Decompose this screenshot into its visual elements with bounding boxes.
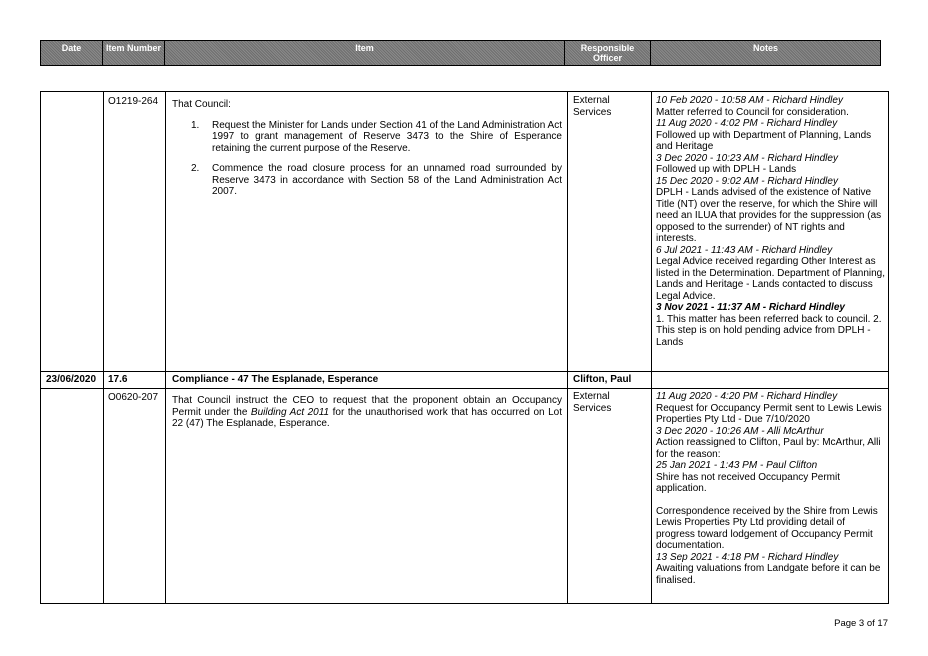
list-item: 1.Request the Minister for Lands under S… bbox=[191, 119, 562, 154]
meeting-date: 23/06/2020 bbox=[46, 374, 97, 385]
column-divider bbox=[165, 92, 166, 603]
note-text: Followed up with Department of Planning,… bbox=[656, 129, 872, 153]
item-title: Compliance - 47 The Esplanade, Esperance bbox=[172, 374, 379, 385]
header-item-number: Item Number bbox=[103, 41, 165, 65]
column-divider bbox=[651, 92, 652, 603]
header-date: Date bbox=[41, 41, 103, 65]
note-text: Action reassigned to Clifton, Paul by: M… bbox=[656, 437, 881, 460]
page-number: Page 3 of 17 bbox=[834, 618, 888, 629]
note-heading: 25 Jan 2021 - 1:43 PM - Paul Clifton bbox=[656, 460, 818, 471]
note-heading: 13 Sep 2021 - 4:18 PM - Richard Hindley bbox=[656, 551, 839, 563]
note-heading: 11 Aug 2020 - 4:20 PM - Richard Hindley bbox=[656, 391, 838, 402]
note-text: Shire has not received Occupancy Permit … bbox=[656, 471, 840, 495]
item-points: 1.Request the Minister for Lands under S… bbox=[172, 120, 562, 198]
spacer bbox=[656, 495, 885, 506]
note-heading: 10 Feb 2020 - 10:58 AM - Richard Hindley bbox=[656, 95, 843, 106]
responsible-officer: External Services bbox=[573, 95, 612, 118]
note-heading: 6 Jul 2021 - 11:43 AM - Richard Hindley bbox=[656, 244, 833, 256]
item-text: That Council instruct the CEO to request… bbox=[172, 395, 562, 429]
list-item: 2.Commence the road closure process for … bbox=[191, 163, 562, 197]
header-responsible-officer: Responsible Officer bbox=[565, 41, 651, 65]
header-item: Item bbox=[165, 41, 565, 65]
notes: 11 Aug 2020 - 4:20 PM - Richard Hindley … bbox=[656, 391, 885, 586]
column-divider bbox=[567, 92, 568, 603]
column-divider bbox=[103, 92, 104, 603]
note-text: Awaiting valuations from Landgate before… bbox=[656, 563, 881, 586]
responsible-officer: External Services bbox=[573, 391, 612, 414]
note-text: Request for Occupancy Permit sent to Lew… bbox=[656, 402, 882, 426]
row-divider bbox=[41, 371, 888, 372]
note-heading: 11 Aug 2020 - 4:02 PM - Richard Hindley bbox=[656, 118, 838, 129]
item-number: O1219-264 bbox=[108, 96, 159, 107]
actions-table: O1219-264 That Council: 1.Request the Mi… bbox=[40, 91, 889, 604]
note-heading: 3 Dec 2020 - 10:26 AM - Alli McArthur bbox=[656, 425, 824, 437]
note-heading: 3 Dec 2020 - 10:23 AM - Richard Hindley bbox=[656, 152, 838, 164]
item-no: 17.6 bbox=[108, 374, 128, 385]
note-text: Legal Advice received regarding Other In… bbox=[656, 256, 886, 302]
note-text: Correspondence received by the Shire fro… bbox=[656, 505, 878, 552]
item-number: O0620-207 bbox=[108, 392, 159, 403]
notes: 10 Feb 2020 - 10:58 AM - Richard Hindley… bbox=[656, 95, 885, 348]
item-text: That Council: 1.Request the Minister for… bbox=[172, 99, 562, 207]
note-text: Matter referred to Council for considera… bbox=[656, 106, 849, 118]
note-text: 1. This matter has been referred back to… bbox=[656, 313, 882, 348]
note-heading: 15 Dec 2020 - 9:02 AM - Richard Hindley bbox=[656, 175, 838, 187]
table-header: Date Item Number Item Responsible Office… bbox=[40, 40, 881, 66]
item-intro: That Council: bbox=[172, 99, 231, 110]
note-heading: 3 Nov 2021 - 11:37 AM - Richard Hindley bbox=[656, 302, 845, 313]
row-divider bbox=[41, 388, 888, 389]
note-text: DPLH - Lands advised of the existence of… bbox=[656, 187, 882, 244]
note-text: Followed up with DPLH - Lands bbox=[656, 164, 797, 175]
responsible-officer: Clifton, Paul bbox=[573, 374, 632, 385]
header-notes: Notes bbox=[752, 43, 778, 53]
